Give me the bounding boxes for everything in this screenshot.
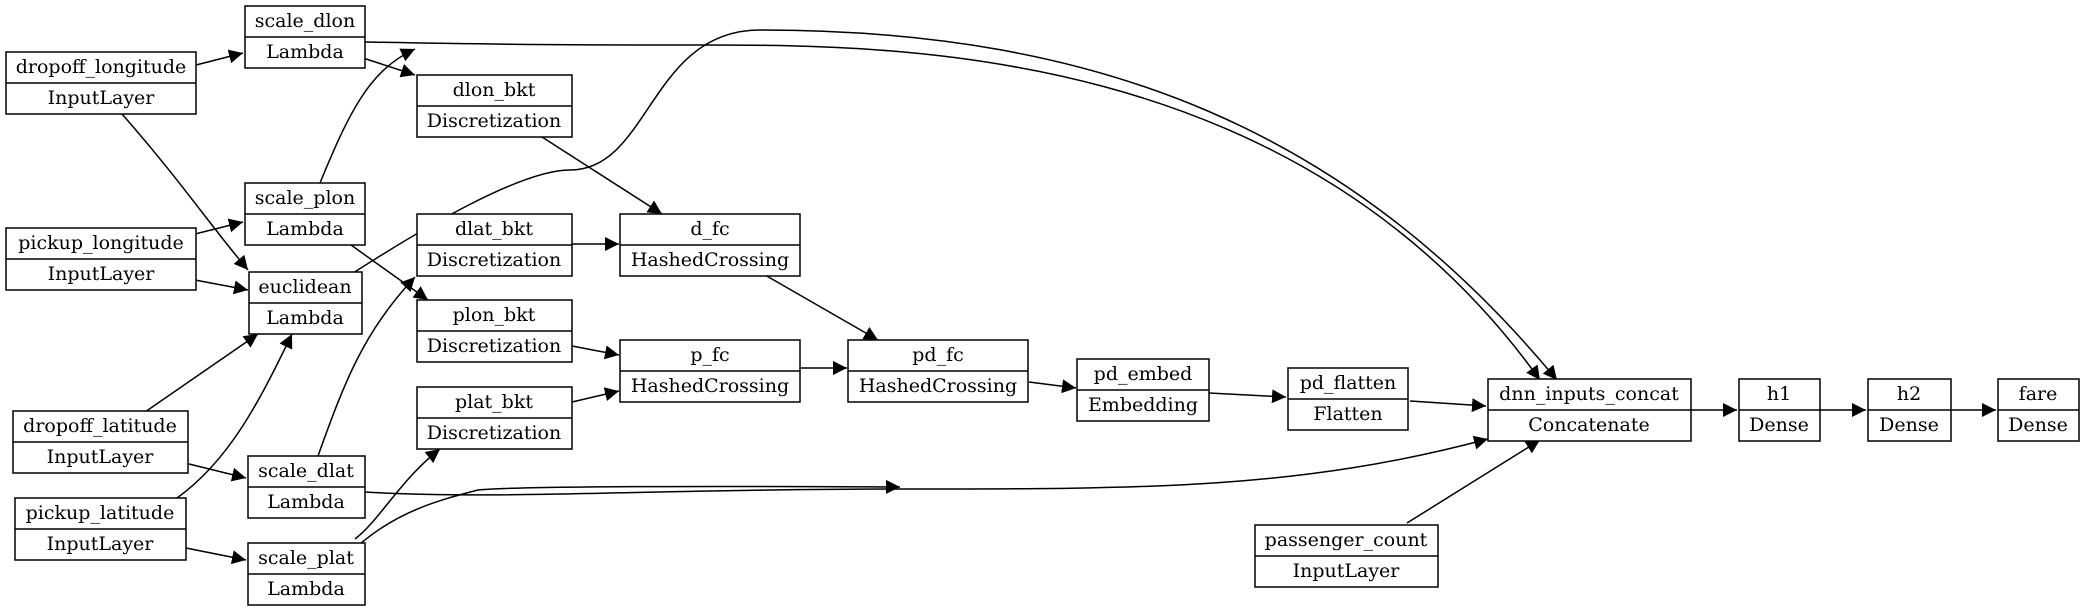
edge (364, 435, 1489, 496)
edge (319, 48, 416, 184)
node-name: p_fc (690, 344, 729, 366)
edge (1208, 389, 1287, 404)
node-type: Discretization (427, 110, 561, 132)
node-name: pd_embed (1094, 363, 1193, 385)
edge (764, 274, 879, 341)
node-type: InputLayer (47, 446, 155, 468)
node-name: pickup_longitude (18, 232, 184, 254)
node-name: scale_dlon (255, 10, 355, 32)
node-name: scale_plon (255, 187, 355, 209)
nodes: dropoff_longitude InputLayer scale_dlon … (5, 5, 2080, 606)
node-type: Discretization (427, 335, 561, 357)
node-p_fc[interactable]: p_fc HashedCrossing (619, 339, 801, 403)
node-name: h1 (1767, 383, 1791, 405)
node-type: Lambda (267, 578, 345, 600)
node-name: h2 (1897, 383, 1921, 405)
node-type: Lambda (266, 307, 344, 329)
node-name: pd_flatten (1300, 372, 1397, 394)
edge (359, 479, 901, 545)
node-name: dlat_bkt (455, 218, 533, 240)
node-name: scale_plat (258, 547, 354, 569)
edge (144, 333, 259, 413)
node-type: HashedCrossing (859, 375, 1017, 397)
edge (188, 463, 247, 482)
node-passenger_count[interactable]: passenger_count InputLayer (1254, 524, 1439, 588)
node-type: Embedding (1088, 394, 1198, 416)
node-type: Discretization (427, 249, 561, 271)
node-scale_dlat[interactable]: scale_dlat Lambda (247, 455, 366, 519)
node-plon_bkt[interactable]: plon_bkt Discretization (416, 299, 573, 363)
node-name: dnn_inputs_concat (1499, 383, 1679, 405)
node-type: Discretization (427, 422, 561, 444)
edge (121, 113, 249, 271)
edge (354, 448, 441, 540)
edge (350, 244, 429, 301)
edge (185, 547, 247, 565)
node-pd_fc[interactable]: pd_fc HashedCrossing (847, 339, 1029, 403)
node-name: euclidean (258, 276, 351, 298)
node-name: fare (2019, 383, 2058, 405)
node-type: Dense (1879, 414, 1939, 436)
edge (541, 136, 663, 215)
edge (1409, 398, 1487, 413)
node-scale_dlon[interactable]: scale_dlon Lambda (244, 5, 366, 69)
node-type: InputLayer (1293, 560, 1401, 582)
node-name: plat_bkt (455, 391, 533, 413)
node-dropoff_longitude[interactable]: dropoff_longitude InputLayer (5, 51, 197, 115)
node-name: dropoff_latitude (23, 415, 177, 437)
node-plat_bkt[interactable]: plat_bkt Discretization (416, 386, 573, 450)
edges (121, 29, 1996, 565)
node-scale_plon[interactable]: scale_plon Lambda (244, 182, 366, 246)
node-name: passenger_count (1265, 529, 1428, 551)
edge (571, 345, 620, 360)
node-h1[interactable]: h1 Dense (1738, 378, 1821, 442)
node-name: plon_bkt (453, 304, 536, 326)
node-dlat_bkt[interactable]: dlat_bkt Discretization (416, 213, 573, 277)
node-pd_flatten[interactable]: pd_flatten Flatten (1287, 367, 1409, 431)
node-d_fc[interactable]: d_fc HashedCrossing (619, 213, 801, 277)
node-type: HashedCrossing (631, 249, 789, 271)
node-name: scale_dlat (258, 460, 354, 482)
node-dlon_bkt[interactable]: dlon_bkt Discretization (416, 74, 573, 138)
node-scale_plat[interactable]: scale_plat Lambda (247, 542, 366, 606)
node-type: Lambda (266, 41, 344, 63)
node-pd_embed[interactable]: pd_embed Embedding (1076, 358, 1210, 422)
edge (571, 387, 620, 403)
node-type: InputLayer (48, 263, 156, 285)
node-dropoff_latitude[interactable]: dropoff_latitude InputLayer (12, 410, 189, 474)
edge (1406, 439, 1541, 524)
node-h2[interactable]: h2 Dense (1867, 378, 1952, 442)
node-name: pickup_latitude (26, 502, 175, 524)
node-type: Flatten (1313, 403, 1382, 425)
node-name: dlon_bkt (453, 79, 536, 101)
node-pickup_latitude[interactable]: pickup_latitude InputLayer (14, 497, 187, 561)
node-type: HashedCrossing (631, 375, 789, 397)
edge (176, 333, 293, 499)
edge (317, 276, 416, 457)
edge (349, 29, 1558, 381)
node-type: InputLayer (48, 87, 156, 109)
node-type: Dense (2008, 414, 2068, 436)
edge (194, 279, 249, 295)
edge (1028, 379, 1077, 394)
node-fare[interactable]: fare Dense (1997, 378, 2080, 442)
node-name: dropoff_longitude (16, 56, 187, 78)
node-type: Lambda (266, 218, 344, 240)
node-name: pd_fc (912, 344, 964, 366)
node-dnn_inputs_concat[interactable]: dnn_inputs_concat Concatenate (1487, 378, 1692, 442)
node-pickup_longitude[interactable]: pickup_longitude InputLayer (5, 227, 197, 291)
node-name: d_fc (690, 218, 729, 240)
node-type: Dense (1749, 414, 1809, 436)
node-type: Lambda (267, 491, 345, 513)
node-type: InputLayer (47, 533, 155, 555)
node-type: Concatenate (1528, 414, 1650, 436)
edge (364, 41, 1541, 381)
node-euclidean[interactable]: euclidean Lambda (248, 271, 363, 335)
edge (195, 49, 244, 66)
edge (194, 218, 244, 235)
